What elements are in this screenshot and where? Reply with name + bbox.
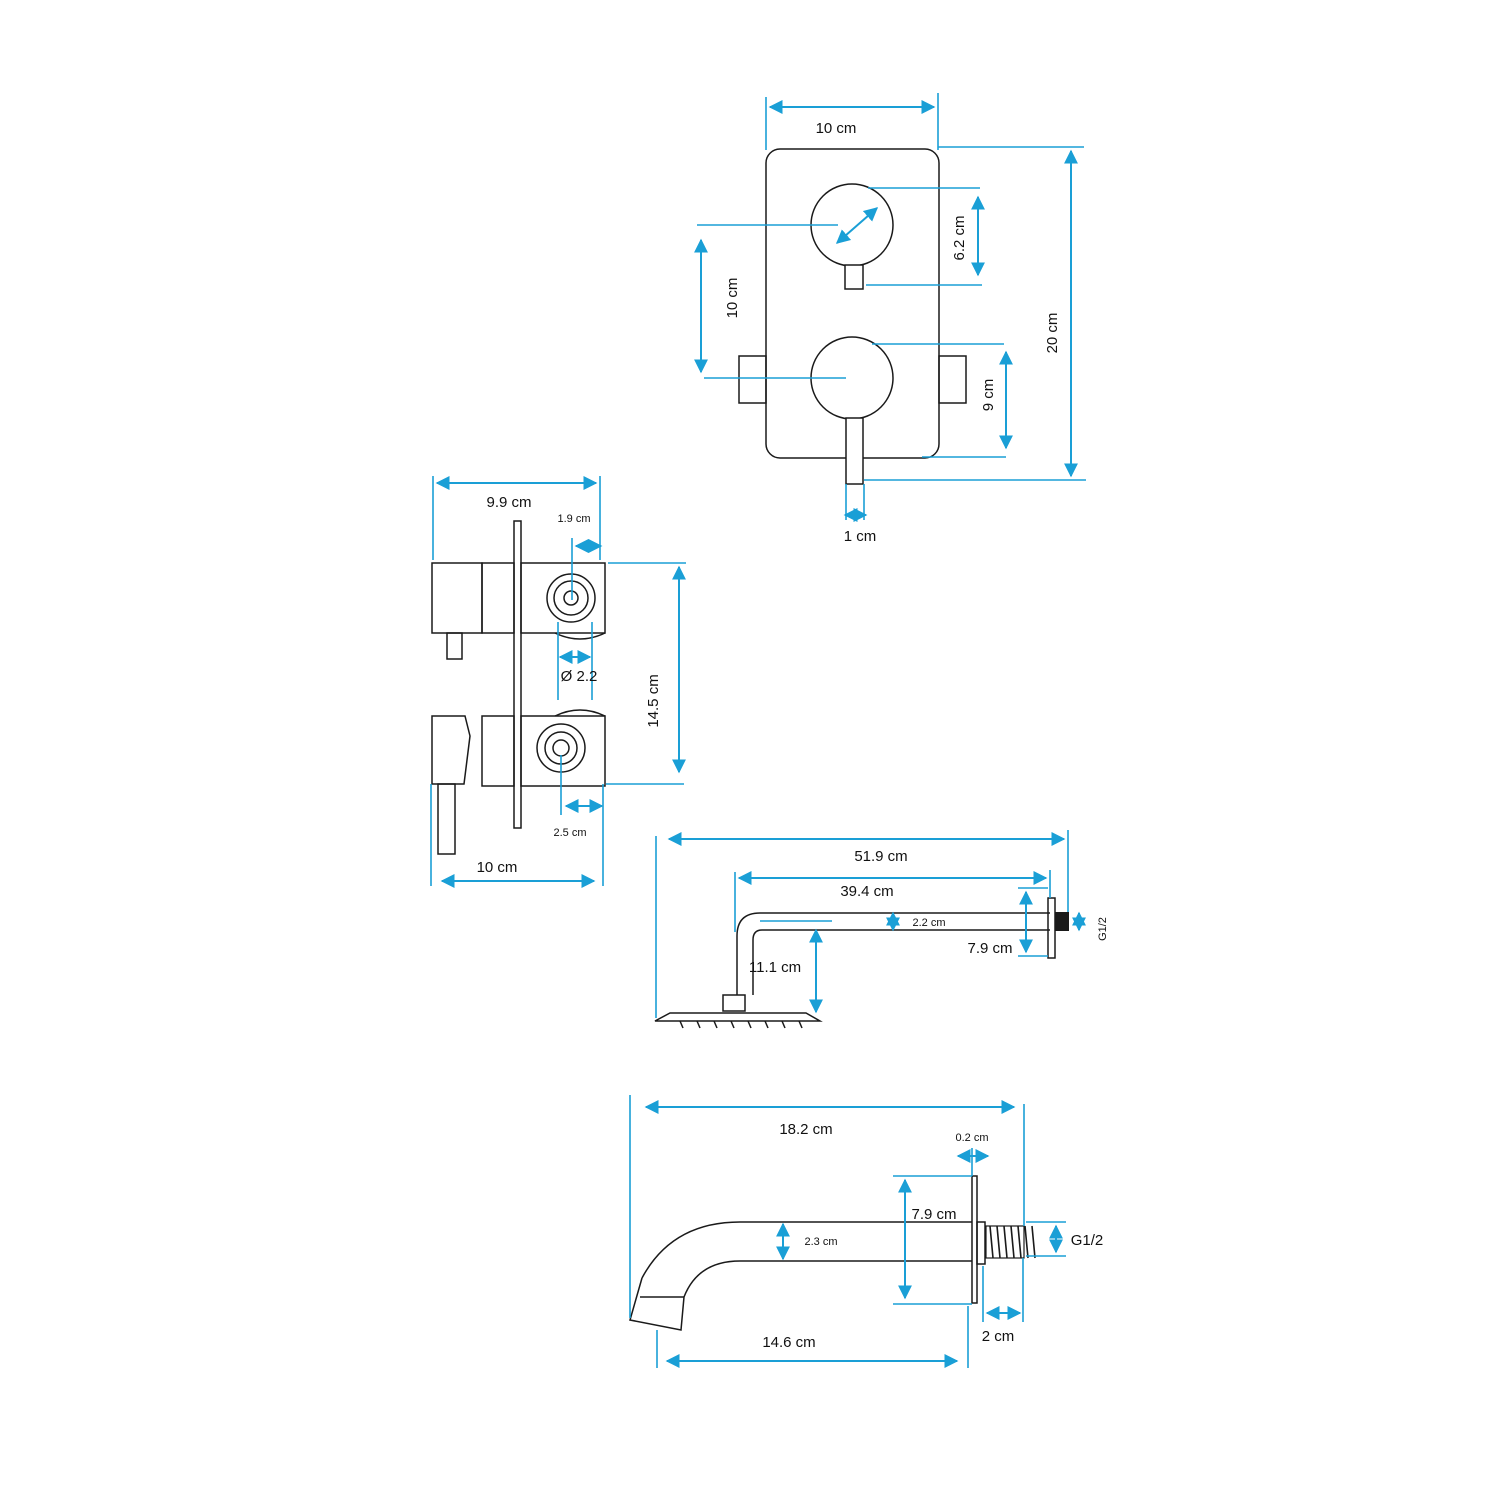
side-body-top	[520, 562, 606, 634]
side-lever-top	[446, 632, 463, 660]
side-port-bottom-core	[552, 739, 570, 757]
label-arm-diameter: 2.2 cm	[912, 917, 945, 929]
side-body-bottom	[520, 715, 606, 787]
spout-tip	[629, 1277, 685, 1331]
label-spout-diameter: 2.3 cm	[804, 1236, 837, 1248]
shower-arm-top-edge	[736, 912, 1050, 995]
label-spout-flange: 7.9 cm	[911, 1206, 956, 1223]
side-pipe-curve-top	[554, 632, 606, 640]
dim-knob-top-diameter	[835, 207, 879, 244]
side-port-top-inner	[553, 580, 589, 616]
label-arm-flange: 7.9 cm	[967, 940, 1012, 957]
side-port-top-core	[563, 590, 579, 606]
label-knob-top: 6.2 cm	[951, 215, 968, 260]
label-front-width: 10 cm	[816, 120, 857, 137]
label-spout-total: 18.2 cm	[779, 1121, 832, 1138]
spout-nut	[976, 1221, 986, 1265]
label-arm-length: 39.4 cm	[840, 883, 893, 900]
shower-arm-thread	[1055, 912, 1069, 931]
side-handle-top	[431, 562, 483, 634]
spout-thread-lines	[989, 1225, 1036, 1259]
shower-head-nozzles	[679, 1020, 803, 1029]
side-collar-bottom	[481, 715, 515, 787]
side-pipe-curve-bottom	[554, 709, 606, 717]
shower-arm-flange	[1047, 897, 1056, 959]
label-spout-plate: 0.2 cm	[955, 1132, 988, 1144]
front-view: 10 cm 20 cm 6.2 cm 10 cm 9 cm 1 cm	[694, 93, 1086, 545]
label-handle-width: 1 cm	[844, 528, 877, 545]
spout-top-edge	[641, 1221, 972, 1279]
shower-arm-bottom-edge	[752, 929, 1050, 995]
label-spout-length: 14.6 cm	[762, 1334, 815, 1351]
side-collar-top	[481, 562, 515, 634]
label-spout-thread-length: 2 cm	[982, 1328, 1015, 1345]
label-side-bottom-width: 10 cm	[477, 859, 518, 876]
side-view: 9.9 cm 1.9 cm Ø 2.2 14.5 cm 2.5 cm 10 cm	[430, 476, 686, 888]
spout-bottom-edge	[683, 1260, 972, 1298]
front-side-tab-left	[738, 355, 767, 404]
label-knob-bottom: 9 cm	[980, 379, 997, 412]
label-knob-spacing: 10 cm	[724, 278, 741, 319]
label-arm-thread: G1/2	[1097, 917, 1109, 941]
front-lever-top	[844, 264, 864, 290]
label-side-offset-bottom: 2.5 cm	[553, 827, 586, 839]
side-handle-bottom	[431, 715, 471, 785]
shower-arm-view: 51.9 cm 39.4 cm 2.2 cm 7.9 cm 11.1 cm G1…	[654, 830, 1109, 1029]
side-lever-bottom	[437, 783, 456, 855]
side-wall-plate	[513, 520, 522, 829]
front-side-tab-right	[938, 355, 967, 404]
label-front-height: 20 cm	[1044, 313, 1061, 354]
side-port-top-outer	[546, 573, 596, 623]
front-lever-bottom	[845, 417, 864, 485]
shower-head-connector	[722, 994, 746, 1012]
shower-head	[654, 1012, 823, 1022]
spout-view: 18.2 cm 0.2 cm 7.9 cm 2.3 cm G1/2 14.6 c…	[629, 1095, 1104, 1368]
label-side-offset-top: 1.9 cm	[557, 513, 590, 525]
label-port-diameter: Ø 2.2	[561, 668, 598, 685]
label-spout-thread: G1/2	[1071, 1232, 1104, 1249]
label-arm-drop: 11.1 cm	[749, 959, 801, 976]
label-arm-total: 51.9 cm	[854, 848, 907, 865]
label-side-top-width: 9.9 cm	[486, 494, 531, 511]
label-side-height: 14.5 cm	[645, 674, 662, 727]
